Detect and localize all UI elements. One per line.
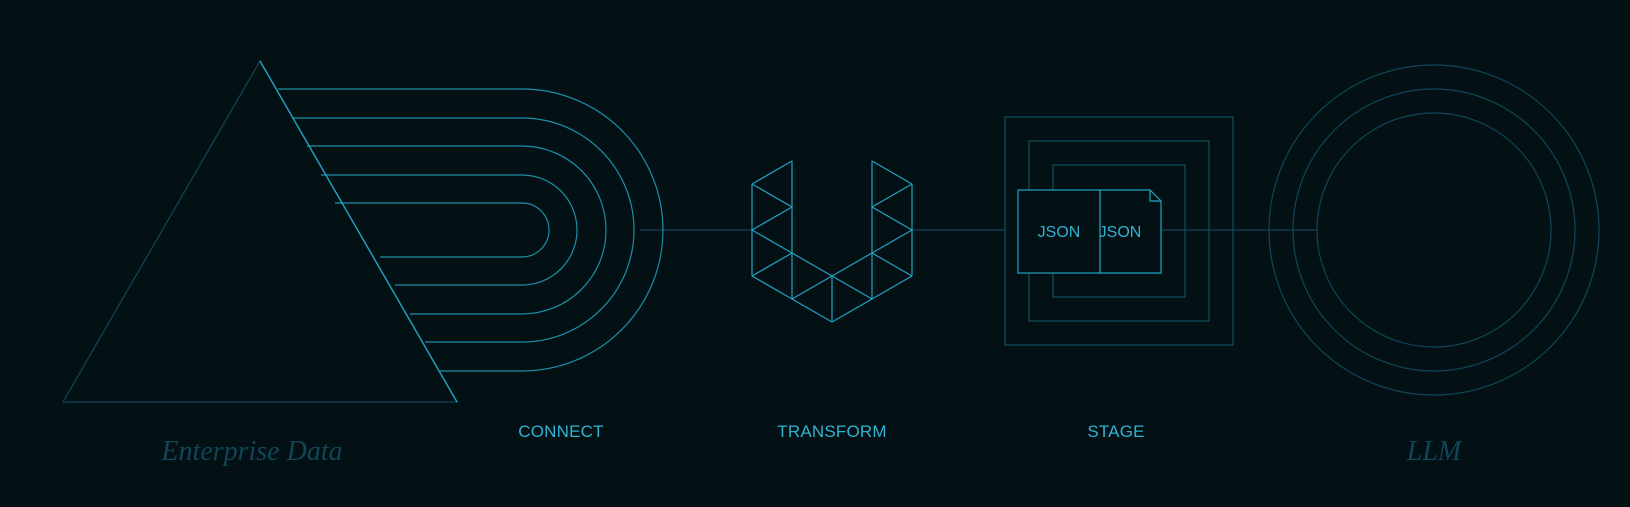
transform-lattice (751, 160, 913, 323)
json-document-back-label: JSON (1099, 224, 1142, 241)
json-document-front-label: JSON (1038, 224, 1081, 241)
stage-label-stage: STAGE (1087, 422, 1145, 441)
stage-label-transform: TRANSFORM (777, 422, 887, 441)
json-document-back: JSON (1099, 189, 1162, 274)
llm-circles (1268, 64, 1600, 396)
json-document-front: JSON (1017, 189, 1101, 274)
enterprise-data-triangle (61, 59, 459, 403)
connect-pipes (278, 88, 664, 372)
stage-label-connect: CONNECT (518, 422, 604, 441)
source-label: Enterprise Data (161, 436, 343, 467)
destination-label: LLM (1406, 436, 1462, 467)
